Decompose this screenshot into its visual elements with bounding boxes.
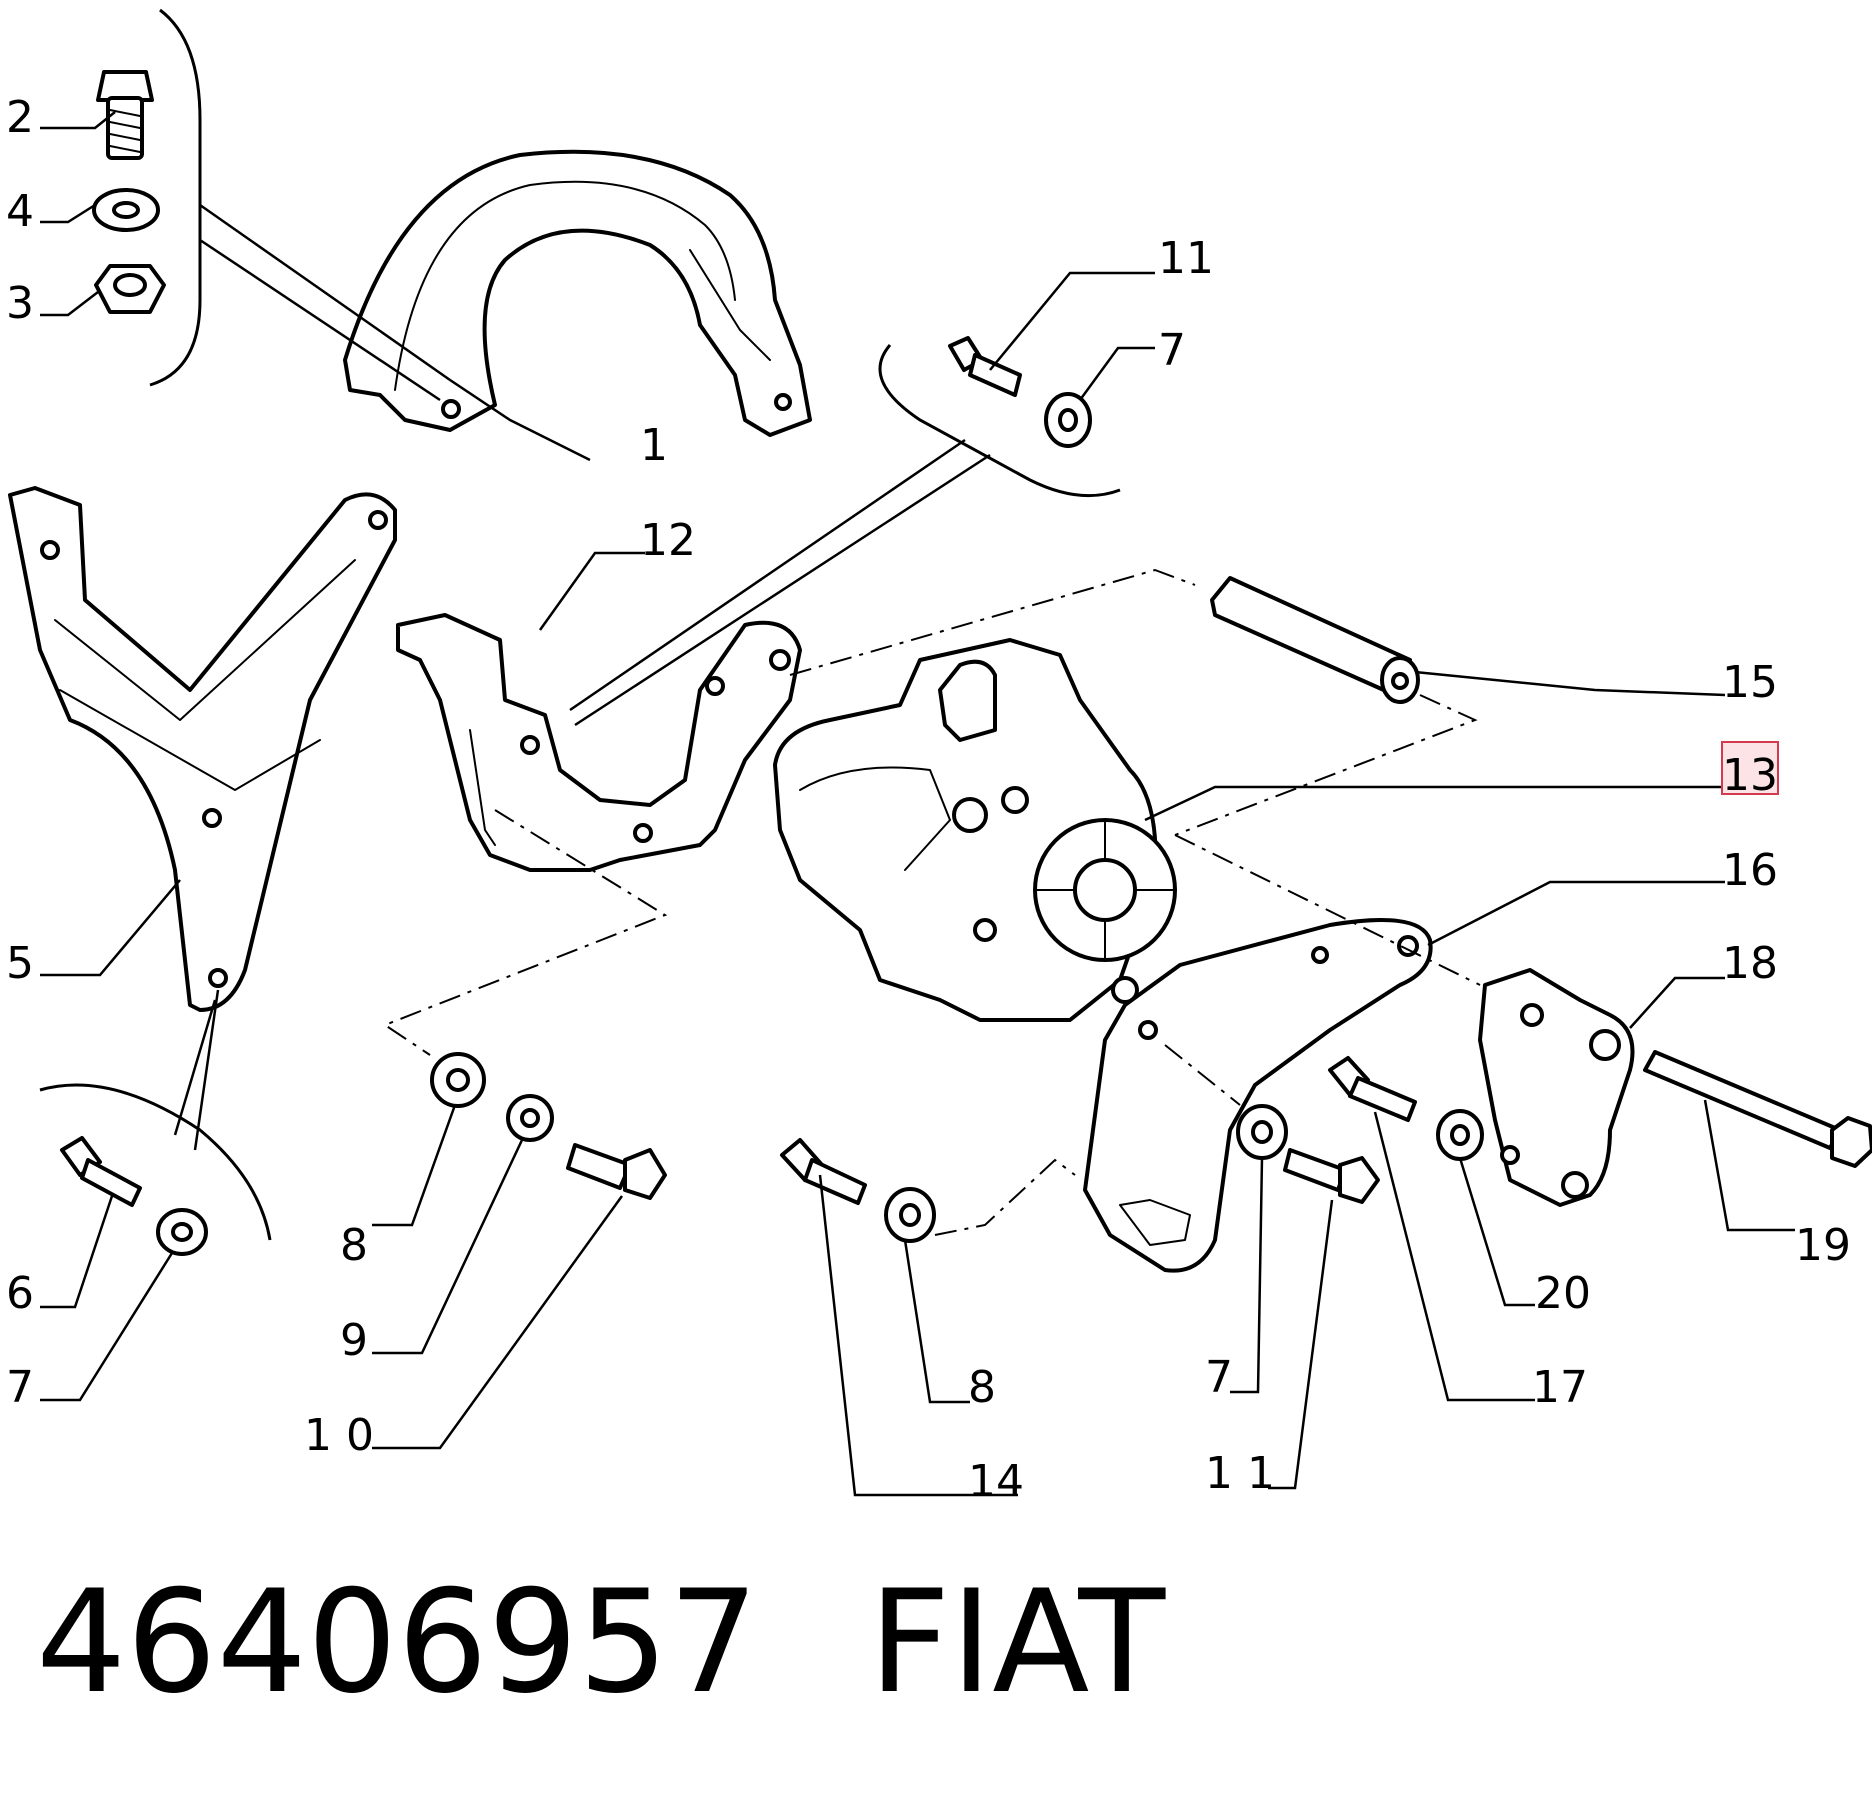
part-7-washer-top xyxy=(1044,392,1092,448)
part-9-washer xyxy=(506,1094,554,1142)
part-12-pump-bracket xyxy=(396,613,802,872)
part-4-washer xyxy=(92,188,160,232)
part-16-lower-bracket xyxy=(1083,918,1433,1273)
alignment-line-16-7 xyxy=(1164,1044,1241,1106)
callout-7-left: 7 xyxy=(6,1362,34,1413)
part-8-washer-middle xyxy=(884,1187,936,1243)
group-bracket-bottom-left xyxy=(39,1083,272,1241)
part-11-bolt-bottom xyxy=(1283,1148,1380,1204)
part-1-shield xyxy=(343,149,812,437)
alignment-line-13-18 xyxy=(1174,834,1481,986)
alignment-line-12-8 xyxy=(382,809,668,1056)
part-20-washer xyxy=(1436,1109,1484,1161)
callout-7-right: 7 xyxy=(1205,1352,1233,1403)
part-7-washer-left xyxy=(156,1208,208,1256)
callout-8-middle: 8 xyxy=(968,1362,996,1413)
part-10-bolt xyxy=(566,1143,667,1200)
callout-19: 19 xyxy=(1795,1220,1851,1271)
callout-2: 2 xyxy=(6,92,34,143)
callout-11-bottom: 1 1 xyxy=(1205,1448,1275,1499)
callout-5: 5 xyxy=(6,938,34,989)
part-7-washer-right xyxy=(1236,1104,1288,1160)
alignment-line-15-16 xyxy=(1174,694,1478,836)
callout-7-top: 7 xyxy=(1158,325,1186,376)
part-17-bolt xyxy=(1328,1056,1417,1122)
part-5-v-bracket xyxy=(8,486,397,1012)
part-number: 46406957 xyxy=(36,1560,759,1725)
alignment-line-12-15 xyxy=(789,568,1196,676)
callout-3: 3 xyxy=(6,278,34,329)
callout-16: 16 xyxy=(1722,845,1778,896)
alignment-line-14-16 xyxy=(934,1158,1076,1236)
part-13-steering-pump xyxy=(773,638,1177,1022)
callout-8-left: 8 xyxy=(340,1220,368,1271)
highlight-box-13 xyxy=(1721,741,1779,795)
group-bracket-top-left xyxy=(149,8,202,387)
brand-name: FIAT xyxy=(868,1560,1166,1725)
callout-20: 20 xyxy=(1535,1268,1591,1319)
group-bracket-top-middle xyxy=(878,344,1121,498)
part-19-long-bolt xyxy=(1643,1050,1872,1168)
part-15-spacer-tube xyxy=(1210,576,1420,704)
part-3-nut xyxy=(94,264,166,314)
callout-12: 12 xyxy=(640,515,696,566)
callout-11-top: 11 xyxy=(1158,233,1214,284)
callout-18: 18 xyxy=(1722,938,1778,989)
callout-6: 6 xyxy=(6,1268,34,1319)
callout-9: 9 xyxy=(340,1315,368,1366)
callout-4: 4 xyxy=(6,186,34,237)
part-2-bolt xyxy=(96,70,154,160)
callout-15: 15 xyxy=(1722,657,1778,708)
callout-1: 1 xyxy=(640,420,668,471)
part-18-small-bracket xyxy=(1478,968,1635,1207)
callout-10: 1 0 xyxy=(304,1410,374,1461)
part-8-washer-left xyxy=(430,1052,486,1108)
callout-labels: 1 2 4 3 11 7 12 15 13 16 18 5 19 8 6 20 … xyxy=(6,92,1851,1507)
leader-lines xyxy=(40,111,1795,1497)
part-11-bolt-top xyxy=(948,336,1022,397)
callout-14: 14 xyxy=(968,1456,1024,1507)
part-6-bolt xyxy=(60,1136,142,1207)
callout-13: 13 xyxy=(1722,750,1778,801)
callout-17: 17 xyxy=(1532,1362,1588,1413)
part-14-bolt xyxy=(780,1138,867,1205)
